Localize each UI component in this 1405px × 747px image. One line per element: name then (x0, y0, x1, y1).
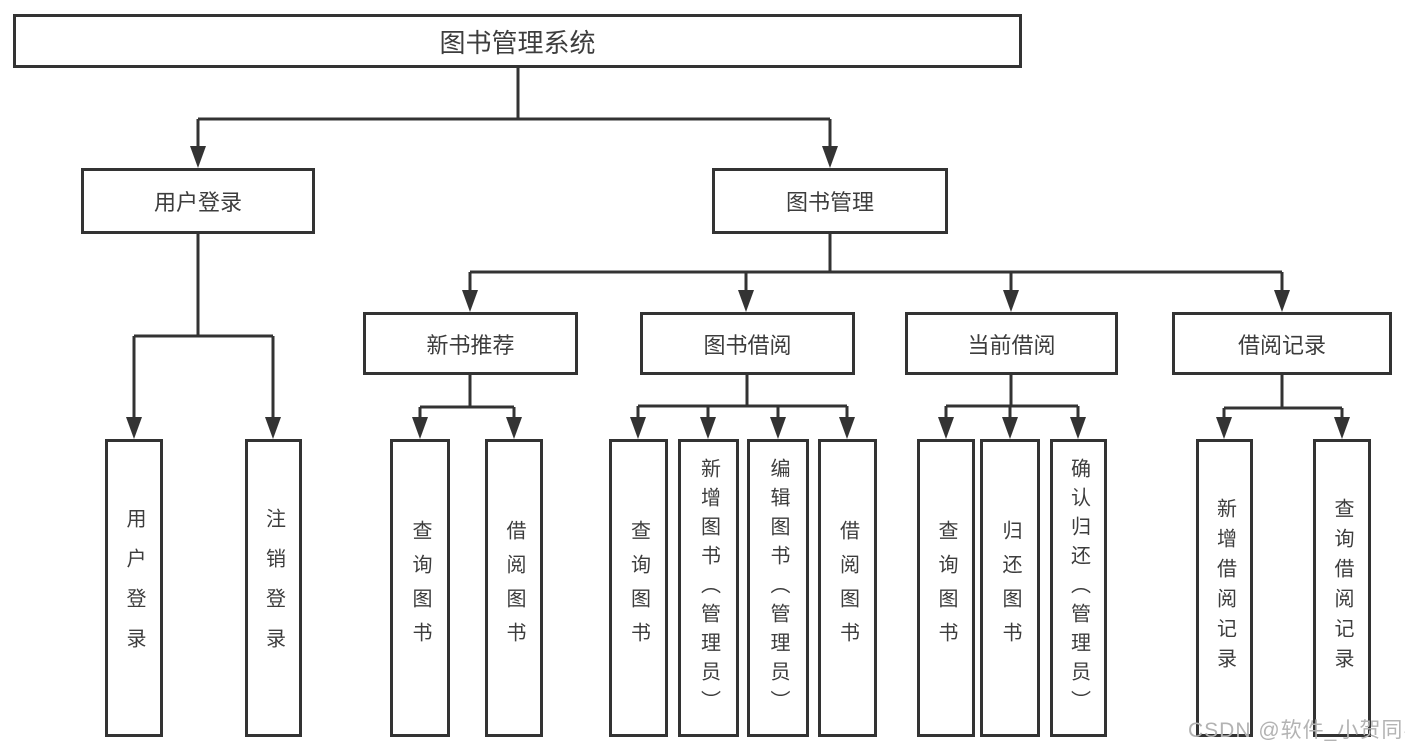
leaf-confirm-return-admin: 确认归还（管理员） (1050, 439, 1107, 737)
leaf-add-borrow-record-label: 新增借阅记录 (1213, 498, 1236, 678)
node-borrow-records-label: 借阅记录 (1237, 332, 1326, 358)
leaf-query-borrow-record: 查询借阅记录 (1313, 439, 1371, 737)
leaf-query-borrow-record-label: 查询借阅记录 (1331, 498, 1353, 678)
node-new-book-recommend: 新书推荐 (363, 312, 578, 375)
leaf-query-books-3: 查询图书 (917, 439, 975, 737)
leaf-edit-book-admin-label: 编辑图书（管理员） (767, 457, 789, 719)
leaf-logout-label: 注销登录 (262, 508, 285, 668)
leaf-confirm-return-admin-label: 确认归还（管理员） (1067, 457, 1090, 719)
leaf-query-books-2: 查询图书 (609, 439, 668, 737)
leaf-logout: 注销登录 (245, 439, 302, 737)
node-user-login-branch: 用户登录 (81, 168, 315, 234)
node-borrow-records: 借阅记录 (1172, 312, 1392, 375)
leaf-return-books: 归还图书 (980, 439, 1040, 737)
leaf-add-borrow-record: 新增借阅记录 (1196, 439, 1253, 737)
node-book-management-branch: 图书管理 (712, 168, 948, 234)
node-root-label: 图书管理系统 (439, 27, 596, 58)
leaf-borrow-books-1-label: 借阅图书 (503, 520, 525, 656)
leaf-query-books-3-label: 查询图书 (935, 520, 957, 656)
leaf-borrow-books-1: 借阅图书 (485, 439, 543, 737)
node-current-borrow-label: 当前借阅 (967, 332, 1056, 358)
leaf-edit-book-admin: 编辑图书（管理员） (747, 439, 809, 737)
node-book-borrow: 图书借阅 (640, 312, 855, 375)
node-root: 图书管理系统 (13, 14, 1022, 68)
leaf-query-books-2-label: 查询图书 (627, 520, 650, 656)
node-book-borrow-label: 图书借阅 (703, 332, 792, 358)
leaf-borrow-books-2: 借阅图书 (818, 439, 877, 737)
node-new-book-recommend-label: 新书推荐 (426, 332, 515, 358)
leaf-add-book-admin: 新增图书（管理员） (678, 439, 739, 737)
leaf-return-books-label: 归还图书 (999, 520, 1021, 656)
leaf-query-books-1: 查询图书 (390, 439, 450, 737)
node-book-management-branch-label: 图书管理 (785, 190, 874, 215)
leaf-add-book-admin-label: 新增图书（管理员） (697, 457, 720, 719)
leaf-borrow-books-2-label: 借阅图书 (836, 520, 859, 656)
leaf-user-login-label: 用户登录 (123, 508, 145, 668)
leaf-user-login: 用户登录 (105, 439, 163, 737)
leaf-query-books-1-label: 查询图书 (409, 520, 431, 656)
csdn-watermark: CSDN @软件_小贺同学 (1188, 719, 1405, 742)
node-current-borrow: 当前借阅 (905, 312, 1118, 375)
node-user-login-branch-label: 用户登录 (153, 190, 242, 215)
